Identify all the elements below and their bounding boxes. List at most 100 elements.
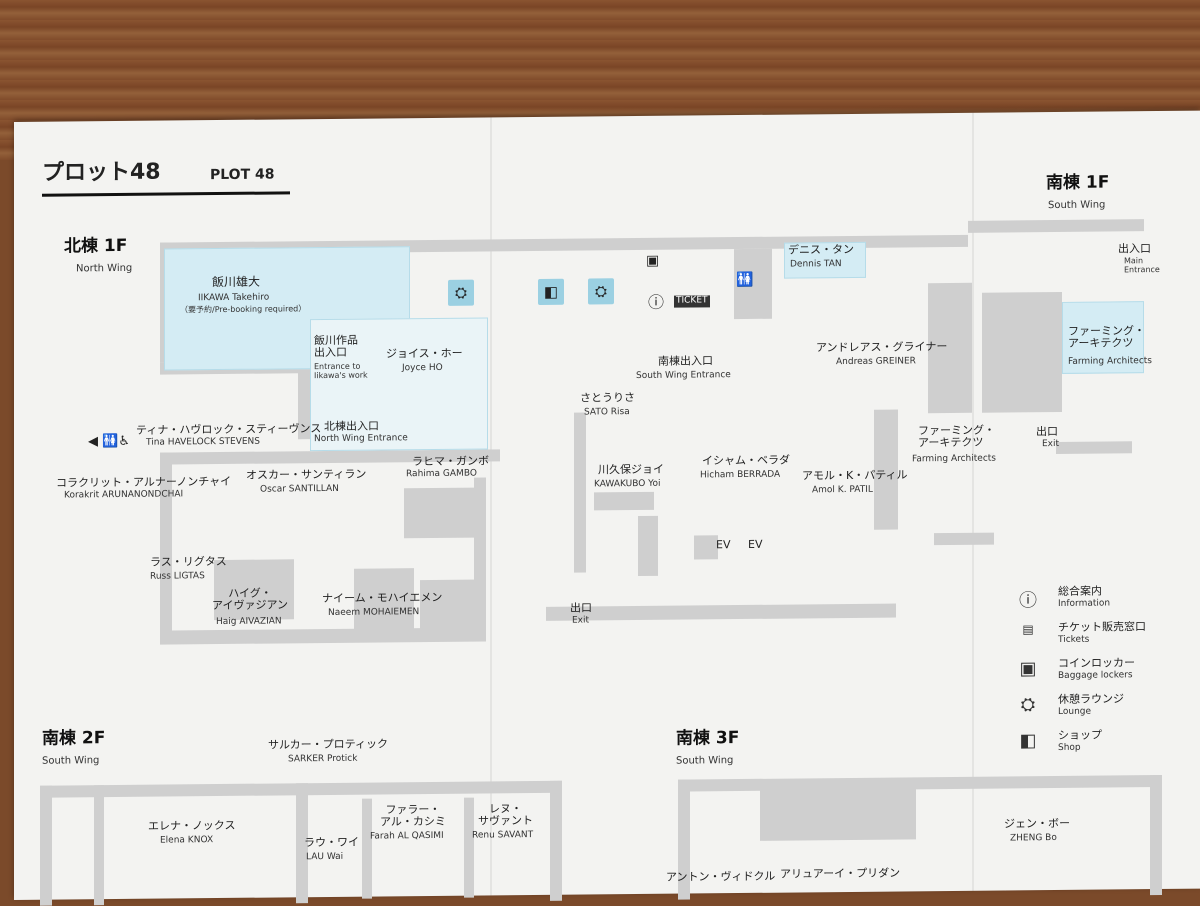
farming1-label-jp: ファーミング・ アーキテクツ [1068,324,1145,350]
title-en: PLOT 48 [210,166,275,184]
south-2f-title: 南棟 2F [42,728,106,749]
iikawa-note: （要予約/Pre-booking required） [180,304,307,315]
korakrit-label-jp: コラクリット・アルナーノンチャイ [56,474,232,490]
ticket-icon: ▤ [1022,622,1034,637]
exit-right-en: Exit [1042,438,1060,450]
tina-label-jp: ティナ・ハヴロック・スティーヴンス [136,422,322,437]
south-1f-subtitle: South Wing [1048,199,1106,212]
info-icon: ⓘ [648,292,665,312]
renu-label-en: Renu SAVANT [472,830,534,841]
elena-label-en: Elena KNOX [160,835,214,846]
south-entrance-en: South Wing Entrance [636,370,731,382]
amol-label-jp: アモル・K・パティル [802,468,908,483]
sarker-label-en: SARKER Protick [288,753,358,765]
main-entrance-en: Main Entrance [1124,256,1160,275]
elena-label-jp: エレナ・ノックス [148,818,236,833]
south-1f-title: 南棟 1F [1046,172,1110,194]
south-2f-subtitle: South Wing [42,755,100,767]
legend-label-en: Information [1058,598,1111,609]
legend-label-en: Tickets [1058,634,1090,645]
main-entrance-jp: 出入口 [1118,242,1151,256]
joyce-label-en: Joyce HO [402,362,443,374]
elevator-label: EV [748,537,763,551]
iikawa-entrance-en: Entrance to Iikawa's work [314,361,368,380]
iikawa-label-jp: 飯川雄大 [212,274,261,290]
oscar-label-en: Oscar SANTILLAN [260,483,339,495]
hicham-label-jp: イシャム・ベラダ [702,453,790,468]
anton-label-jp: アントン・ヴィドクル [666,869,776,884]
amol-label-en: Amol K. PATIL [812,484,873,496]
sarker-label-jp: サルカー・プロティック [268,737,389,752]
south-3f-subtitle: South Wing [676,755,734,767]
lau-label-jp: ラウ・ワイ [304,835,359,850]
rahima-label-en: Rahima GAMBO [406,468,477,480]
haig-label-en: Haig AIVAZIAN [216,616,282,628]
farming1-label-en: Farming Architects [1068,356,1152,367]
joyce-label-jp: ジョイス・ホー [386,346,463,361]
oscar-label-jp: オスカー・サンティラン [246,467,367,482]
legend-label-jp: ショップ [1058,728,1102,742]
sato-label-jp: さとうりさ [580,391,635,405]
andreas-label-jp: アンドレアス・グライナー [816,340,948,355]
legend-label-jp: 休憩ラウンジ [1058,692,1124,706]
iikawa-entrance-jp: 飯川作品 出入口 [314,333,358,360]
legend-label-jp: コインロッカー [1058,656,1135,670]
north-1f-subtitle: North Wing [76,262,133,275]
farah-label-jp: ファラー・ アル・カシミ [380,802,446,829]
lounge-icon: ⛭ [1020,694,1036,716]
russ-label-jp: ラス・リグタス [150,554,227,569]
ticket-icon: TICKET [674,295,710,308]
shop-icon: ◧ [538,278,564,305]
zheng-label-en: ZHENG Bo [1010,832,1057,844]
floor-map-sheet: プロット48 PLOT 48 北棟 1F North Wing 南棟 1F So… [14,110,1200,906]
legend-label-en: Shop [1058,742,1081,753]
north-entrance-jp: 北棟出入口 [324,419,379,434]
kawakubo-label-jp: 川久保ジョイ [598,462,664,477]
korakrit-label-en: Korakrit ARUNANONDCHAI [64,489,184,501]
north-1f-title: 北棟 1F [64,235,128,257]
tina-label-en: Tina HAVELOCK STEVENS [146,436,261,448]
iikawa-label-en: IIKAWA Takehiro [198,292,270,304]
info-icon: ⓘ [1019,590,1037,612]
elevator-label: EV [716,538,731,552]
shop-icon: ◧ [1019,730,1037,752]
dennis-label-jp: デニス・タン [788,242,854,257]
title-jp: プロット48 [42,159,161,186]
legend-label-en: Lounge [1058,706,1092,717]
naeem-label-en: Naeem MOHAIEMEN [328,607,420,618]
exit-bottom-en: Exit [572,615,590,626]
fold-line [490,117,492,896]
hicham-label-en: Hicham BERRADA [700,469,781,481]
exit-bottom-jp: 出口 [570,601,592,615]
lounge-icon: ⛭ [588,278,614,305]
locker-icon: ▣ [646,252,660,269]
north-entrance-en: North Wing Entrance [314,433,408,445]
legend-label-jp: チケット販売窓口 [1058,620,1146,634]
dennis-label-en: Dennis TAN [790,259,842,270]
exit-right-jp: 出口 [1036,424,1058,439]
south-3f-title: 南棟 3F [676,728,740,749]
restroom-icon: 🚻 [736,271,754,289]
locker-icon: ▣ [1019,658,1037,680]
legend-label-jp: 総合案内 [1058,584,1102,598]
aliya-label-jp: アリュアーイ・プリダン [780,866,901,881]
andreas-label-en: Andreas GREINER [836,356,916,368]
lounge-icon: ⛭ [448,279,474,306]
farah-label-en: Farah AL QASIMI [370,830,444,842]
zheng-label-jp: ジェン・ボー [1004,816,1070,831]
farming2-label-jp: ファーミング・ アーキテクツ [918,423,995,450]
haig-label-jp: ハイグ・ アイヴァジアン [212,586,289,613]
kawakubo-label-en: KAWAKUBO Yoi [594,478,661,490]
restroom-icon: ◀ 🚻♿ [88,433,130,450]
russ-label-en: Russ LIGTAS [150,571,205,582]
naeem-label-jp: ナイーム・モハイエメン [322,590,443,606]
renu-label-jp: レヌ・ サヴァント [478,802,533,828]
south-entrance-jp: 南棟出入口 [658,354,713,368]
sato-label-en: SATO Risa [584,407,630,418]
rahima-label-jp: ラヒマ・ガンボ [412,454,489,469]
lau-label-en: LAU Wai [306,851,344,863]
farming2-label-en: Farming Architects [912,453,996,465]
title-underline [42,191,290,197]
legend-label-en: Baggage lockers [1058,670,1133,681]
